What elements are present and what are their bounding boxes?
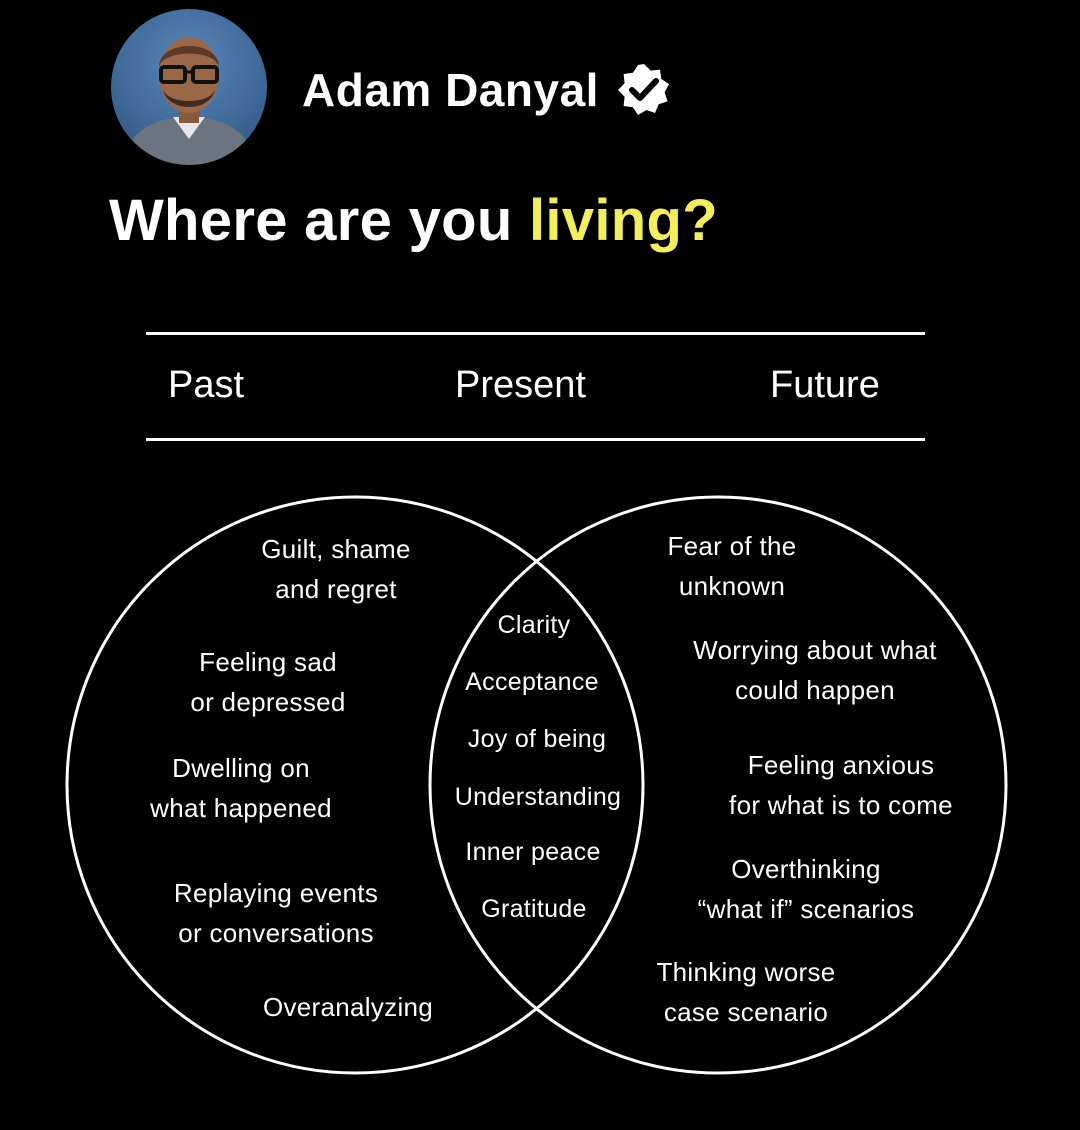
avatar-portrait [121,37,257,165]
past-item-line: Feeling sad [199,647,337,677]
headline: Where are you living? [109,192,718,250]
headline-lead: Where are you [109,188,529,253]
present-item: Joy of being [467,725,607,753]
verified-badge-icon [617,64,669,115]
past-item: Replaying events or conversations [174,873,378,953]
timeline-future-label: Future [770,364,880,406]
timeline-present-label: Present [455,364,586,406]
past-item-line: Replaying events [173,878,379,908]
future-item-line: case scenario [663,997,829,1027]
past-item-line: Overanalyzing [262,992,434,1022]
timeline-top-rule [146,332,925,335]
future-item-line: could happen [735,675,895,705]
future-item-line: for what is to come [729,790,953,820]
future-item-line: Thinking worse [656,957,836,987]
timeline-past-label: Past [168,364,245,406]
past-item: Guilt, shame and regret [261,529,411,609]
present-item: Understanding [454,783,622,811]
past-item-line: or conversations [178,918,374,948]
present-item: Acceptance [465,668,599,696]
future-item-line: “what if” scenarios [697,894,915,924]
future-item: Feeling anxious for what is to come [729,745,953,825]
past-item: Overanalyzing [263,987,433,1027]
past-item-line: Guilt, shame [261,534,411,564]
future-item-line: Overthinking [731,854,881,884]
past-circle [65,495,645,1075]
future-item-line: Fear of the [667,531,797,561]
future-item-line: Worrying about what [693,635,937,665]
headline-accent: living? [529,188,718,253]
present-item: Clarity [497,611,571,639]
future-item-line: unknown [678,571,786,601]
timeline-bottom-rule [146,438,925,441]
future-item: Fear of the unknown [667,526,796,606]
past-item-line: what happened [150,793,332,823]
future-item: Worrying about what could happen [693,630,937,710]
past-item: Dwelling on what happened [150,748,332,828]
future-item: Thinking worse case scenario [656,952,835,1032]
present-item: Gratitude [481,895,587,923]
author-avatar[interactable] [111,9,267,165]
present-item: Inner peace [465,838,601,866]
past-item: Feeling sad or depressed [190,642,345,722]
author-name[interactable]: Adam Danyal [302,64,599,116]
past-item-line: or depressed [190,687,346,717]
past-item-line: Dwelling on [172,753,310,783]
future-item: Overthinking “what if” scenarios [698,849,915,929]
future-circle [428,495,1008,1075]
past-item-line: and regret [275,574,397,604]
future-item-line: Feeling anxious [747,750,935,780]
author-row: Adam Danyal [302,60,673,120]
